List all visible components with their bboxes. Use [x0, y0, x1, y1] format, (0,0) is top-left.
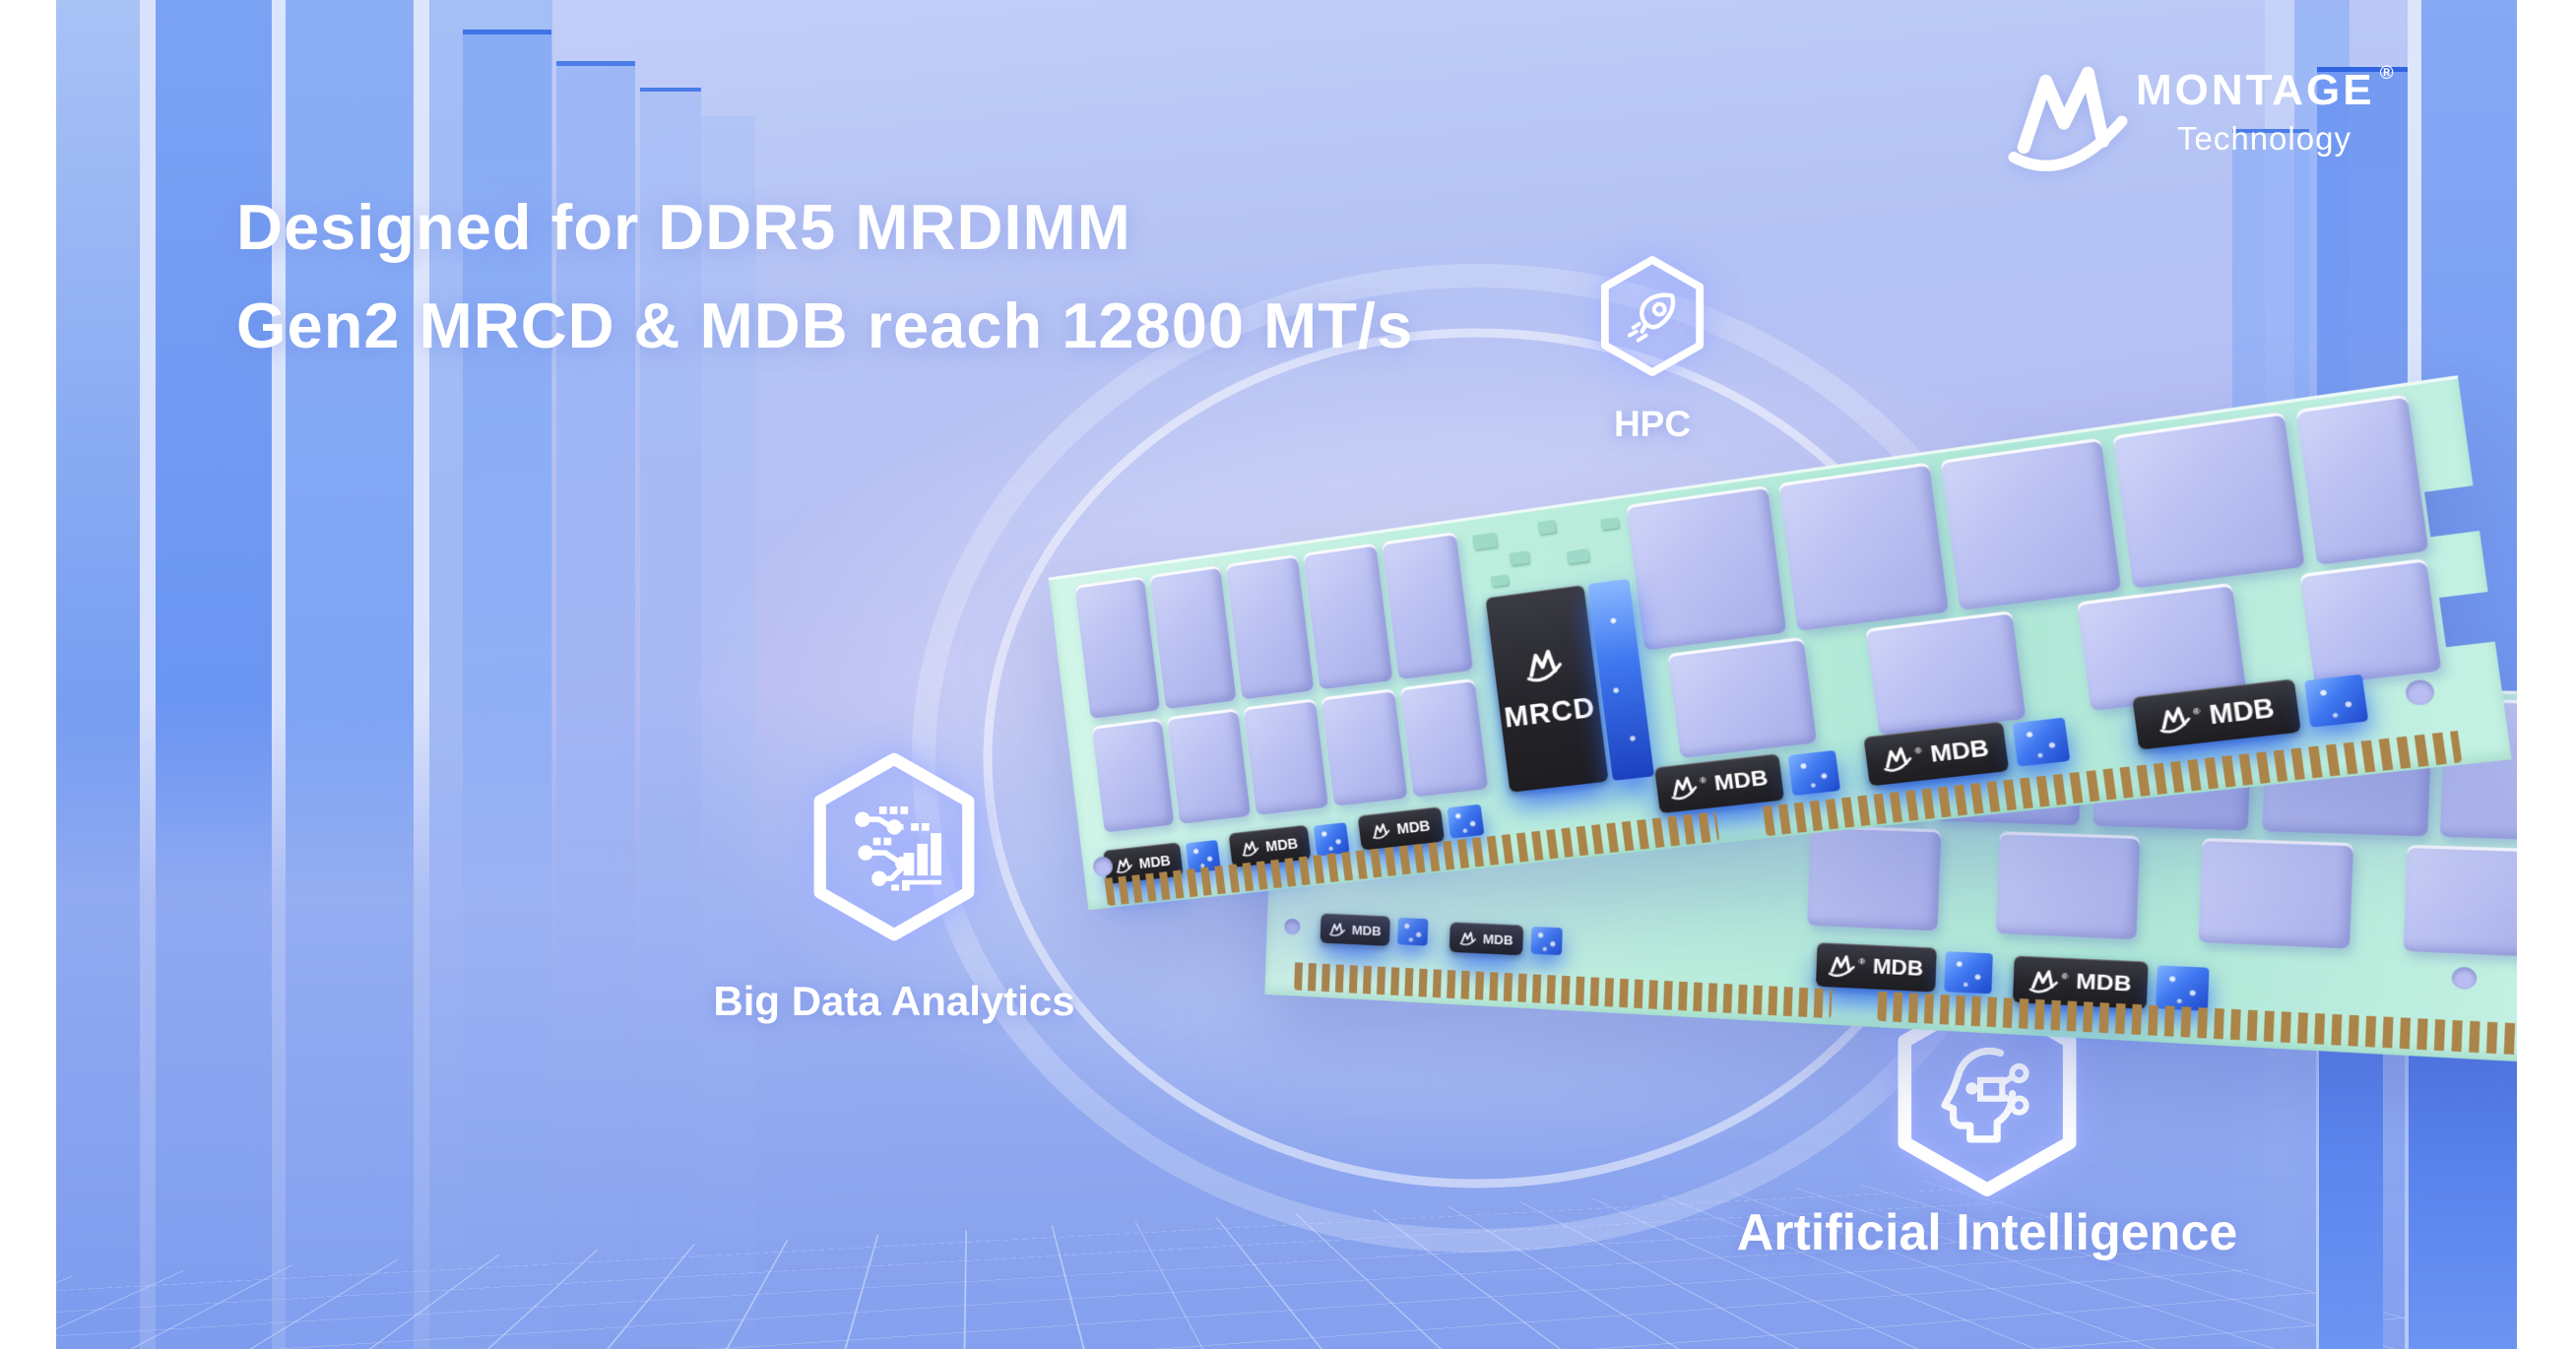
registered-mark: ® — [2061, 971, 2068, 981]
circuit-pad — [2304, 674, 2368, 728]
montage-m-icon — [1329, 921, 1346, 936]
dram-chip — [1092, 718, 1175, 832]
montage-m-icon — [1669, 775, 1699, 801]
mdb-chip-label: MDB — [1713, 765, 1770, 797]
ai-head-icon — [1933, 1034, 2041, 1150]
dram-chip — [1778, 462, 1949, 631]
circuit-pad — [1788, 750, 1841, 796]
dram-chip — [1167, 708, 1251, 824]
dram-chip — [1807, 825, 1941, 931]
dram-chip — [1667, 637, 1817, 758]
registered-mark: ® — [1858, 956, 1865, 966]
mdb-chip: ® MDB — [1816, 942, 1937, 993]
passive-component — [1537, 520, 1556, 535]
registered-mark: ® — [1699, 775, 1707, 785]
mdb-chip: MDB — [1320, 913, 1390, 945]
dram-chip — [2404, 845, 2517, 957]
mrcd-chip-label: MRCD — [1503, 691, 1597, 735]
mdb-chip-label: MDB — [2208, 693, 2277, 731]
dram-chip — [2296, 394, 2429, 565]
mdb-chip-label: MDB — [1264, 835, 1299, 855]
montage-m-icon — [2008, 61, 2128, 171]
mdb-chip-label: MDB — [2076, 969, 2132, 997]
dram-chip — [1626, 485, 1786, 651]
dram-chip — [2112, 412, 2304, 589]
montage-m-icon — [1371, 821, 1390, 839]
registered-mark: ® — [2380, 63, 2394, 85]
scene-background: MDB MDB ® MDB ® MDB — [56, 0, 2517, 1349]
dram-chip — [1996, 831, 2140, 939]
circuit-pad — [1397, 918, 1428, 946]
circuit-pad — [1944, 951, 1993, 994]
badge-hpc-label: HPC — [1597, 404, 1707, 445]
dram-chip — [1321, 688, 1408, 806]
circuit-pad — [2013, 718, 2071, 767]
montage-m-icon — [2029, 968, 2058, 994]
montage-m-icon — [1115, 857, 1133, 874]
headline: Designed for DDR5 MRDIMM Gen2 MRCD & MDB… — [236, 193, 1413, 360]
dram-chip — [2299, 558, 2441, 685]
dram-chip — [1865, 610, 2026, 736]
dram-chip — [2199, 838, 2354, 949]
montage-m-icon — [1829, 953, 1856, 978]
registered-mark: ® — [2192, 706, 2201, 717]
data-analytics-icon — [846, 795, 943, 899]
badge-hpc-hexagon — [1597, 254, 1707, 378]
montage-m-icon — [1882, 744, 1913, 772]
montage-m-icon — [2157, 704, 2192, 734]
badge-ai-label: Artificial Intelligence — [1642, 1203, 2332, 1262]
circuit-pad — [1530, 927, 1562, 955]
mdb-chip-label: MDB — [1872, 955, 1923, 982]
circuit-pad — [1447, 804, 1484, 839]
badge-big-data-label: Big Data Analytics — [648, 978, 1140, 1025]
logo-subtext: Technology — [2177, 120, 2394, 158]
badge-big-data-hexagon — [807, 750, 981, 943]
logo-wordmark: MONTAGE — [2136, 69, 2375, 112]
circuit-pad — [2156, 965, 2209, 1011]
montage-m-icon — [1459, 930, 1476, 945]
headline-line1: Designed for DDR5 MRDIMM — [236, 193, 1413, 262]
logo-words: MONTAGE ® Technology — [2136, 69, 2394, 171]
montage-m-icon — [1241, 839, 1259, 857]
mdb-chip-label: MDB — [1396, 817, 1432, 837]
mdb-chip-label: MDB — [1138, 852, 1172, 871]
headline-line2: Gen2 MRCD & MDB reach 12800 MT/s — [236, 291, 1413, 360]
passive-component — [1509, 550, 1529, 565]
mdb-chip-label: MDB — [1929, 734, 1991, 768]
registered-mark: ® — [1914, 745, 1922, 756]
montage-logo: MONTAGE ® Technology — [2008, 61, 2394, 171]
dram-chip — [1940, 437, 2121, 610]
mdb-chip-label: MDB — [1352, 922, 1382, 938]
mdb-chip: MDB — [1449, 922, 1523, 955]
montage-m-icon — [1523, 647, 1564, 683]
mdb-chip-label: MDB — [1483, 931, 1513, 947]
rocket-icon — [1622, 283, 1684, 350]
dram-chip — [1400, 678, 1488, 798]
dram-chip — [1244, 698, 1328, 815]
